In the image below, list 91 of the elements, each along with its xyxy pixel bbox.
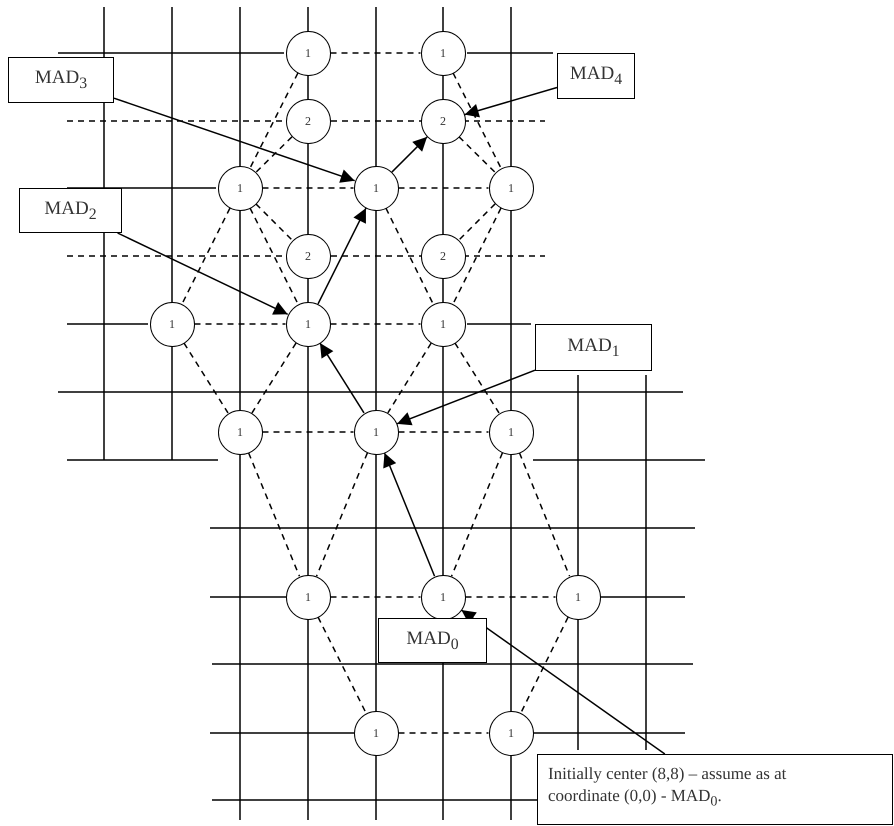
label-box bbox=[557, 53, 635, 99]
connector-line bbox=[454, 342, 500, 414]
step-number: 2 bbox=[305, 114, 311, 128]
connector-line bbox=[248, 452, 300, 576]
connector-line bbox=[466, 596, 556, 598]
step-number: 1 bbox=[373, 424, 379, 440]
search-point-circle bbox=[286, 98, 330, 144]
connector-line bbox=[452, 72, 502, 168]
search-point-circle bbox=[420, 574, 466, 620]
step-number: 2 bbox=[440, 248, 446, 264]
box-label: MAD$_{4}$ bbox=[570, 63, 622, 89]
leader-arrow bbox=[114, 97, 355, 183]
connector-line bbox=[330, 52, 420, 54]
step-number: 1 bbox=[373, 180, 379, 196]
step-number: 1 bbox=[305, 46, 311, 60]
label-box bbox=[8, 57, 114, 103]
step-number: 1 bbox=[305, 590, 311, 604]
connector-line bbox=[398, 431, 488, 433]
connector-line bbox=[249, 208, 299, 304]
connector-line bbox=[518, 452, 570, 576]
connector-line bbox=[262, 431, 354, 433]
search-point-circle bbox=[286, 574, 330, 620]
connector-line bbox=[316, 452, 368, 576]
connector-line bbox=[450, 452, 504, 576]
connector-line bbox=[458, 136, 496, 173]
connector-line bbox=[317, 616, 367, 714]
connector-line bbox=[181, 208, 231, 304]
label-box bbox=[378, 618, 487, 663]
search-point-circle bbox=[420, 30, 466, 76]
connector-line bbox=[385, 208, 434, 304]
arrow bbox=[317, 208, 367, 304]
label-box bbox=[535, 324, 652, 371]
search-point-circle bbox=[354, 410, 398, 454]
step-number: 1 bbox=[305, 316, 311, 332]
box-label: MAD$_{3}$ bbox=[34, 67, 88, 93]
search-point-circle bbox=[556, 574, 600, 620]
step-number: 1 bbox=[440, 46, 446, 60]
connector-line bbox=[330, 323, 420, 325]
search-point-circle bbox=[286, 302, 330, 346]
connector-line bbox=[458, 203, 496, 241]
search-point-circle bbox=[488, 410, 534, 454]
arrow bbox=[319, 342, 365, 414]
search-point-circle bbox=[488, 166, 534, 210]
leader-arrow bbox=[396, 370, 536, 426]
step-number: 1 bbox=[440, 316, 446, 332]
search-point-circle bbox=[218, 166, 262, 210]
arrow bbox=[383, 452, 436, 576]
search-point-circle bbox=[218, 410, 262, 454]
connector-line bbox=[262, 187, 354, 189]
step-number: 2 bbox=[305, 248, 311, 264]
step-number: 1 bbox=[237, 424, 243, 440]
note-box bbox=[537, 754, 893, 825]
search-point-circle bbox=[420, 302, 466, 346]
search-point-circle bbox=[354, 166, 398, 210]
box-label: MAD$_{0}$ bbox=[406, 628, 459, 654]
step-number: 1 bbox=[508, 726, 514, 740]
step-number: 1 bbox=[373, 726, 379, 740]
connector-line bbox=[398, 732, 488, 734]
search-point-circle bbox=[354, 710, 398, 756]
note-text: Initially center (8,8) – assume as at coordinate (0,0) - MAD$_{0}$. bbox=[548, 763, 788, 812]
connector-line bbox=[251, 342, 297, 414]
connector-line bbox=[249, 72, 299, 168]
step-number: 1 bbox=[169, 316, 175, 332]
search-point-circle bbox=[286, 30, 330, 76]
connector-line bbox=[255, 203, 293, 241]
step-number: 1 bbox=[237, 180, 243, 196]
connector-line bbox=[256, 136, 292, 173]
step-number: 1 bbox=[508, 424, 514, 440]
step-number: 2 bbox=[440, 114, 446, 128]
search-point-circle bbox=[150, 302, 194, 346]
connector-line bbox=[194, 323, 286, 325]
box-label: MAD$_{1}$ bbox=[567, 334, 620, 360]
box-label: MAD$_{2}$ bbox=[44, 198, 97, 224]
step-number: 1 bbox=[575, 590, 581, 604]
search-point-circle bbox=[488, 710, 534, 756]
connector-line bbox=[330, 596, 420, 598]
arrow bbox=[391, 136, 428, 173]
leader-arrow bbox=[117, 232, 288, 315]
leader-arrow bbox=[464, 86, 558, 118]
search-point-circle bbox=[286, 234, 330, 278]
step-number: 1 bbox=[508, 180, 514, 196]
connector-line bbox=[398, 187, 488, 189]
connector-line bbox=[387, 342, 432, 414]
search-point-circle bbox=[420, 98, 466, 144]
connector-line bbox=[183, 342, 229, 414]
leader-arrow bbox=[460, 609, 666, 755]
label-box bbox=[19, 188, 122, 233]
connector-line bbox=[520, 616, 569, 714]
connector-line bbox=[452, 208, 502, 304]
search-point-circle bbox=[420, 234, 466, 278]
step-number: 1 bbox=[440, 590, 446, 604]
